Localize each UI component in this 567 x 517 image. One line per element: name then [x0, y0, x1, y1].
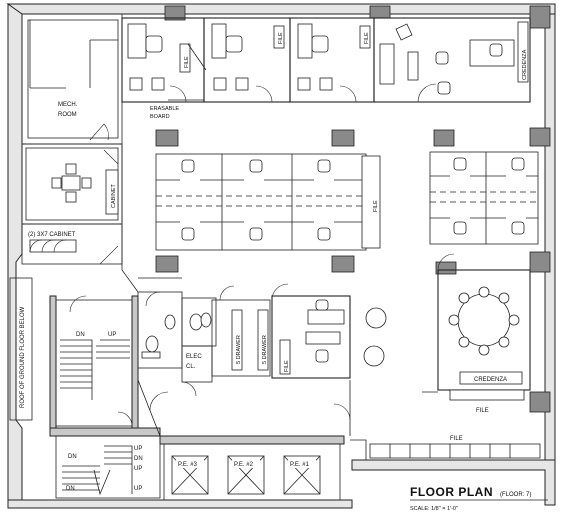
right-wall-piers [164, 5, 551, 413]
stair-4-dn: DN [66, 486, 75, 492]
plan-floor: (FLOOR: 7) [500, 492, 531, 498]
stair-2-up: UP [134, 446, 142, 452]
file-label-office-2: FILE [278, 32, 284, 44]
elevator-core: P.E. #3 P.E. #2 P.E. #1 [149, 391, 351, 501]
corridor-file: FILE [369, 436, 541, 459]
small-meeting-room: CABINET [21, 143, 123, 225]
drawer-label-1: 5 DRAWER [236, 335, 242, 364]
elevator-pe3: P.E. #3 [178, 462, 198, 468]
restroom [137, 291, 183, 369]
open-area-columns [155, 129, 457, 275]
stair-1-dn: DN [76, 332, 85, 338]
elec-label-1: ELEC [186, 354, 202, 360]
elec-label-2: CL. [186, 364, 196, 370]
cabinet-label: CABINET [111, 184, 117, 208]
elevator-pe2: P.E. #2 [234, 462, 254, 468]
stair-4-up: UP [134, 486, 142, 492]
file-label-conference: FILE [476, 408, 489, 414]
workstation-cluster-right [429, 151, 539, 245]
erasable-board-label-1: ERASABLE [150, 106, 179, 112]
elevator-pe1: P.E. #1 [290, 462, 310, 468]
mech-room: MECH. ROOM [21, 13, 123, 145]
office-1: FILE [121, 17, 207, 103]
lower-stair: DN UP DN UP DN UP [49, 427, 161, 499]
plan-scale: SCALE: 1/8" = 1'-0" [410, 506, 458, 512]
drawer-label-2: 5 DRAWER [262, 335, 268, 364]
stair-1: DN UP [49, 295, 139, 429]
credenza-label-conference: CREDENZA [474, 377, 507, 383]
conference-room: CREDENZA FILE [437, 253, 531, 414]
executive-office: CREDENZA [373, 17, 531, 103]
roof-label: ROOF OF GROUND FLOOR BELOW [20, 306, 26, 408]
stair-3-up: UP [134, 466, 142, 472]
file-label-office-1: FILE [184, 56, 190, 68]
restroom-2 [181, 297, 217, 347]
office-2: FILE [203, 17, 291, 103]
file-label-corridor: FILE [450, 436, 463, 442]
file-label-office-4: FILE [284, 360, 290, 372]
stair-1-up: UP [108, 332, 116, 338]
erasable-board: ERASABLE BOARD [150, 99, 204, 120]
interior-partitions [121, 269, 438, 460]
office-3: FILE [289, 17, 375, 103]
mech-room-label-1: MECH. [58, 102, 78, 108]
mech-room-label-2: ROOM [58, 112, 77, 118]
plan-title: FLOOR PLAN [410, 485, 493, 499]
file-label-workstations: FILE [373, 200, 379, 212]
elec-closet: ELEC CL. [181, 345, 213, 397]
credenza-label-top: CREDENZA [522, 49, 528, 80]
drawer-storage: 5 DRAWER 5 DRAWER [211, 285, 271, 377]
title-block: FLOOR PLAN (FLOOR: 7) SCALE: 1/8" = 1'-0… [410, 485, 548, 512]
file-label-office-3: FILE [364, 32, 370, 44]
stair-3-dn: DN [134, 456, 143, 462]
center-office: FILE [271, 283, 387, 379]
stair-2-dn: DN [68, 454, 77, 460]
workstation-cluster-left: FILE [155, 153, 381, 251]
roof-ground-floor: ROOF OF GROUND FLOOR BELOW [9, 277, 33, 421]
cabinet-3x7-area: (2) 3X7 CABINET [21, 223, 123, 265]
cabinet-3x7-label: (2) 3X7 CABINET [28, 232, 76, 238]
erasable-board-label-2: BOARD [150, 114, 170, 120]
